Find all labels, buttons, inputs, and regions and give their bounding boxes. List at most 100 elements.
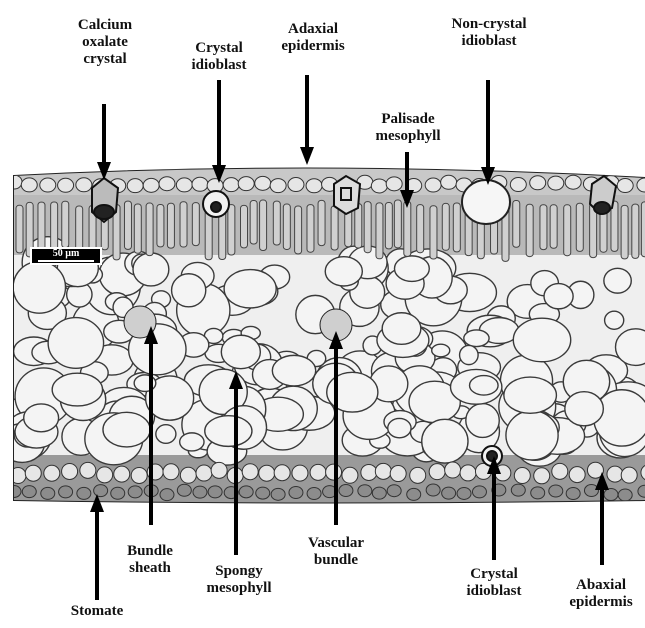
label-line: crystal: [67, 51, 143, 68]
epidermal-cell: [407, 488, 421, 500]
epidermal-cell: [445, 462, 461, 478]
palisade-cell: [134, 204, 141, 253]
epidermal-cell: [425, 178, 441, 192]
palisade-cell: [283, 204, 290, 249]
epidermal-cell: [460, 465, 476, 481]
epidermal-cell: [342, 467, 358, 483]
label-line: bundle: [294, 552, 378, 569]
palisade-cell: [540, 205, 547, 250]
label-line: Palisade: [360, 111, 456, 128]
epidermal-cell: [457, 487, 471, 499]
epidermal-cell: [176, 178, 192, 192]
mesophyll-cell: [156, 425, 176, 444]
palisade-cell: [192, 203, 199, 246]
label-line: epidermis: [558, 594, 644, 611]
label-bundle-sheath: Bundle sheath: [117, 543, 183, 577]
epidermal-cell: [270, 179, 286, 193]
mesophyll-cell: [48, 318, 103, 369]
mesophyll-cell: [466, 404, 499, 438]
epidermal-cell: [180, 467, 196, 483]
palisade-cell: [124, 201, 131, 249]
epidermal-cell: [94, 485, 108, 497]
mesophyll-cell: [506, 411, 558, 460]
epidermal-cell: [274, 465, 290, 481]
epidermal-cell: [40, 178, 56, 192]
palisade-cell: [404, 201, 411, 256]
epidermal-cell: [565, 175, 581, 189]
epidermal-cell: [131, 467, 147, 483]
label-line: Non-crystal: [433, 16, 545, 33]
mesophyll-cell: [504, 377, 557, 413]
palisade-cell: [376, 203, 383, 259]
label-crystal-idioblast-top: Crystal idioblast: [180, 40, 258, 74]
epidermal-cell: [548, 176, 564, 190]
label-line: idioblast: [454, 583, 534, 600]
mesophyll-cell: [388, 418, 411, 437]
label-calcium-oxalate-crystal: Calcium oxalate crystal: [67, 17, 143, 68]
epidermal-cell: [256, 487, 270, 499]
palisade-cell: [38, 202, 45, 253]
label-line: sheath: [117, 560, 183, 577]
epidermal-cell: [114, 466, 130, 482]
epidermal-cell: [531, 487, 545, 499]
palisade-cell: [576, 203, 583, 251]
mesophyll-cell: [432, 344, 450, 357]
label-adaxial-epidermis: Adaxial epidermis: [270, 21, 356, 55]
palisade-cell: [355, 204, 362, 248]
label-line: Crystal: [180, 40, 258, 57]
epidermal-cell: [386, 177, 402, 191]
palisade-cell: [385, 202, 392, 248]
label-stomate: Stomate: [57, 603, 137, 620]
label-spongy-mesophyll: Spongy mesophyll: [196, 563, 282, 597]
palisade-cell: [250, 200, 257, 244]
epidermal-cell: [426, 484, 440, 496]
epidermal-cell: [163, 464, 179, 480]
scale-bar-line: [38, 260, 94, 262]
palisade-cell: [167, 203, 174, 248]
mesophyll-cell: [224, 270, 276, 308]
mesophyll-cell: [470, 376, 499, 396]
label-line: epidermis: [270, 38, 356, 55]
epidermal-cell: [510, 178, 526, 192]
epidermal-cell: [534, 468, 550, 484]
mesophyll-cell: [52, 373, 102, 406]
epidermal-cell: [292, 465, 308, 481]
epidermal-cell: [371, 179, 387, 193]
label-line: oxalate: [67, 34, 143, 51]
label-line: Crystal: [454, 566, 534, 583]
epidermal-cell: [310, 464, 326, 480]
epidermal-cell: [390, 466, 406, 482]
palisade-cell: [273, 201, 280, 245]
palisade-cell: [318, 200, 325, 245]
palisade-cell: [146, 203, 153, 256]
label-line: mesophyll: [360, 128, 456, 145]
epidermal-cell: [62, 463, 78, 479]
epidermal-cell: [22, 486, 36, 498]
palisade-cell: [260, 200, 267, 250]
epidermal-cell: [618, 489, 632, 501]
epidermal-cell: [223, 178, 239, 192]
epidermal-cell: [177, 484, 191, 496]
label-line: Abaxial: [558, 577, 644, 594]
epidermal-cell: [472, 486, 486, 498]
mesophyll-cell: [604, 268, 631, 293]
epidermal-cell: [255, 176, 271, 190]
mesophyll-cell: [133, 253, 169, 286]
epidermal-cell: [259, 465, 275, 481]
epidermal-cell: [372, 487, 386, 499]
label-non-crystal-idioblast: Non-crystal idioblast: [433, 16, 545, 50]
mesophyll-cell: [205, 416, 252, 447]
epidermal-cell: [242, 464, 258, 480]
label-line: Spongy: [196, 563, 282, 580]
label-line: idioblast: [180, 57, 258, 74]
label-abaxial-epidermis: Abaxial epidermis: [558, 577, 644, 611]
epidermal-cell: [21, 178, 37, 192]
palisade-cell: [621, 205, 628, 259]
epidermal-cell: [41, 487, 55, 499]
label-line: Calcium: [67, 17, 143, 34]
epidermal-cell: [511, 484, 525, 496]
scale-bar-label: 50 µm: [32, 248, 100, 259]
epidermal-cell: [441, 175, 457, 189]
epidermal-cell: [7, 485, 21, 497]
epidermal-cell: [238, 177, 254, 191]
